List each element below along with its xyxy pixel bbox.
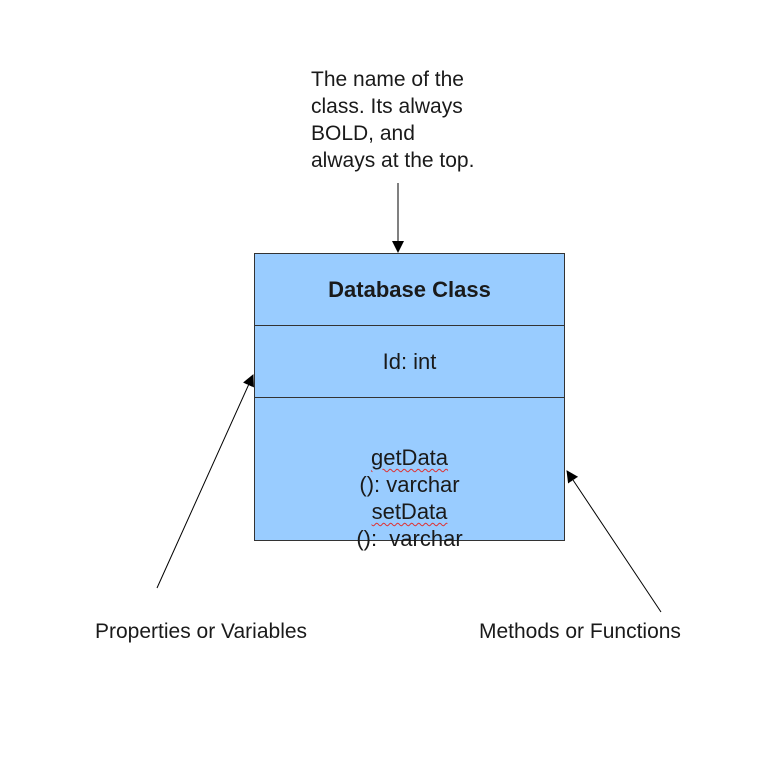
method-signature: (): varchar: [359, 472, 460, 497]
attribute-item: Id: int: [382, 349, 437, 374]
methods-compartment: getData(): varchar setData(): varchar: [255, 444, 564, 551]
methods-label: Methods or Functions: [479, 620, 681, 643]
method-item: setData(): varchar: [255, 498, 564, 552]
note-line: always at the top.: [311, 149, 475, 172]
class-name-note: The name of the class. Its always BOLD, …: [311, 66, 541, 174]
note-line: class. Its always: [311, 95, 463, 118]
properties-label: Properties or Variables: [95, 620, 308, 643]
method-item: getData(): varchar: [255, 444, 564, 498]
arrow-to-methods: [566, 470, 662, 613]
method-name: getData: [370, 445, 449, 470]
attributes-compartment: Id: int: [255, 326, 564, 398]
method-name: setData: [371, 499, 448, 524]
method-signature: (): varchar: [356, 526, 463, 551]
note-line: BOLD, and: [311, 122, 415, 145]
uml-class-box: Database Class Id: int getData(): varcha…: [254, 253, 565, 551]
class-name-compartment: Database Class: [255, 254, 564, 326]
note-line: The name of the: [311, 68, 464, 91]
class-name: Database Class: [328, 277, 491, 302]
arrow-to-properties: [156, 374, 254, 589]
